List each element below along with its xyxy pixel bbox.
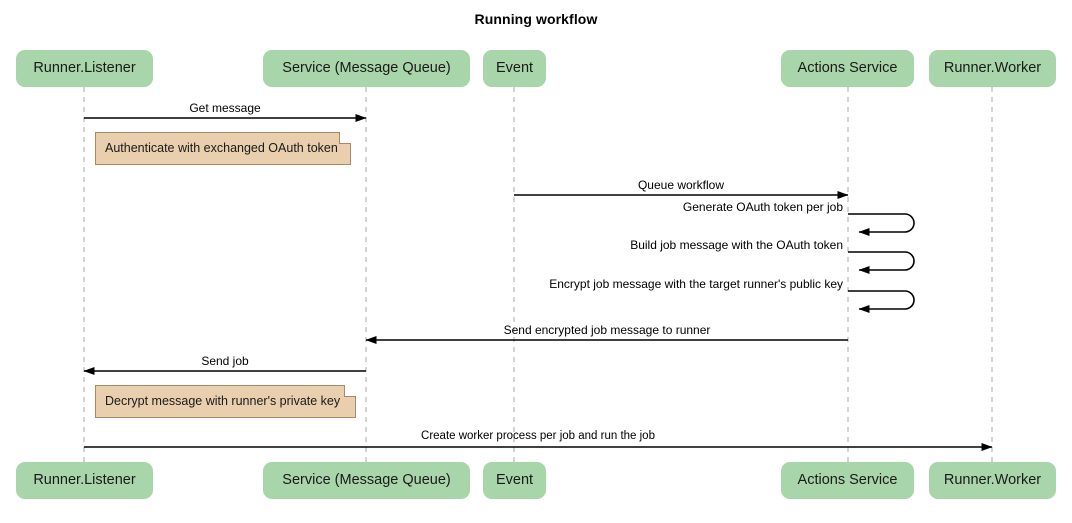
message-label-m2: Queue workflow [637, 178, 725, 192]
participant-runner-worker-top[interactable]: Runner.Worker [929, 50, 1056, 87]
lifelines-group [83, 87, 993, 462]
message-label-m8: Create worker process per job and run th… [421, 430, 655, 442]
message-label-m7: Send job [201, 354, 249, 368]
note-fold-corner-icon [339, 132, 351, 144]
participant-event-bottom[interactable]: Event [483, 462, 546, 499]
message-label-m3: Generate OAuth token per job [682, 200, 843, 214]
message-label-m1: Get message [189, 101, 261, 115]
diagram-title: Running workflow [474, 11, 598, 27]
participant-actions-service-top[interactable]: Actions Service [781, 50, 914, 87]
note-fold-corner-icon [344, 385, 356, 397]
message-label-m5: Encrypt job message with the target runn… [549, 277, 843, 291]
participant-actions-service-bottom[interactable]: Actions Service [781, 462, 914, 499]
arrows-group [83, 114, 993, 451]
participant-runner-listener-bottom[interactable]: Runner.Listener [16, 462, 153, 499]
participant-runner-worker-bottom[interactable]: Runner.Worker [929, 462, 1056, 499]
note-n1: Authenticate with exchanged OAuth token [95, 132, 351, 165]
message-label-m6: Send encrypted job message to runner [503, 323, 711, 337]
note-text: Decrypt message with runner's private ke… [105, 394, 341, 408]
self-arrow-m4 [848, 251, 915, 274]
self-arrow-m3 [848, 213, 915, 236]
note-n2: Decrypt message with runner's private ke… [95, 385, 356, 418]
message-label-m4: Build job message with the OAuth token [630, 238, 843, 252]
participant-service-queue-top[interactable]: Service (Message Queue) [263, 50, 470, 87]
participant-service-queue-bottom[interactable]: Service (Message Queue) [263, 462, 470, 499]
participant-runner-listener-top[interactable]: Runner.Listener [16, 50, 153, 87]
self-arrow-m5 [848, 290, 915, 313]
note-text: Authenticate with exchanged OAuth token [105, 141, 338, 155]
participant-event-top[interactable]: Event [483, 50, 546, 87]
